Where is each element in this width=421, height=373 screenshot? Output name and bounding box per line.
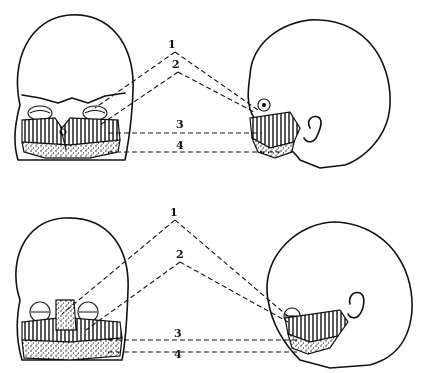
bottom-label-4: 4 — [174, 348, 182, 361]
bottom-lateral-head — [267, 222, 412, 368]
bottom-label-1: 1 — [170, 206, 178, 219]
top-label-1: 1 — [168, 38, 176, 51]
bottom-label-2: 2 — [176, 248, 184, 261]
top-label-2: 2 — [172, 58, 180, 71]
top-label-4: 4 — [176, 139, 184, 152]
bottom-frontal-head — [16, 218, 128, 360]
bottom-number-labels: 1 2 3 4 — [170, 206, 184, 361]
top-label-3: 3 — [176, 118, 184, 131]
bottom-lateral-skull-outline — [267, 222, 412, 368]
top-frontal-right-eye — [83, 106, 107, 120]
bottom-label-3: 3 — [174, 327, 182, 340]
bottom-frontal-stippled-region — [22, 338, 122, 360]
bottom-lateral-ear — [348, 293, 364, 318]
top-number-labels: 1 2 3 4 — [168, 38, 184, 152]
top-lateral-head — [248, 20, 390, 168]
top-frontal-brow — [22, 93, 125, 103]
top-frontal-head — [15, 15, 133, 160]
top-lateral-ear — [304, 117, 321, 142]
